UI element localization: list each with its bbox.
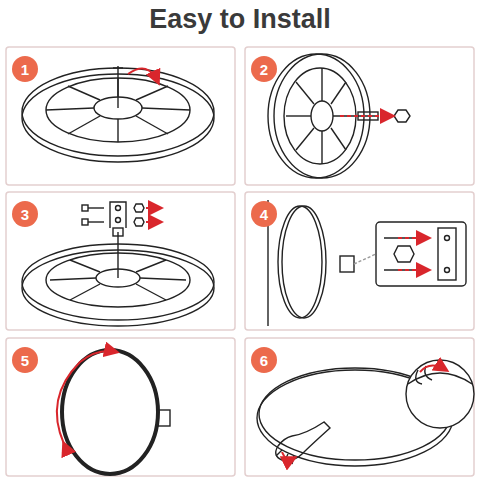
- step-number-badge: 3: [12, 201, 38, 227]
- step-number-badge: 5: [12, 347, 38, 373]
- step-number: 6: [260, 353, 268, 368]
- step-number: 4: [260, 207, 268, 222]
- step-number-badge: 4: [251, 201, 277, 227]
- step-number: 5: [21, 353, 29, 368]
- step-number-badge: 1: [12, 56, 38, 82]
- step-number-badge: 2: [251, 56, 277, 82]
- page-title: Easy to Install: [0, 4, 480, 35]
- step-number-badge: 6: [251, 347, 277, 373]
- step-number: 1: [21, 62, 29, 77]
- step-number: 2: [260, 62, 268, 77]
- step-number: 3: [21, 207, 29, 222]
